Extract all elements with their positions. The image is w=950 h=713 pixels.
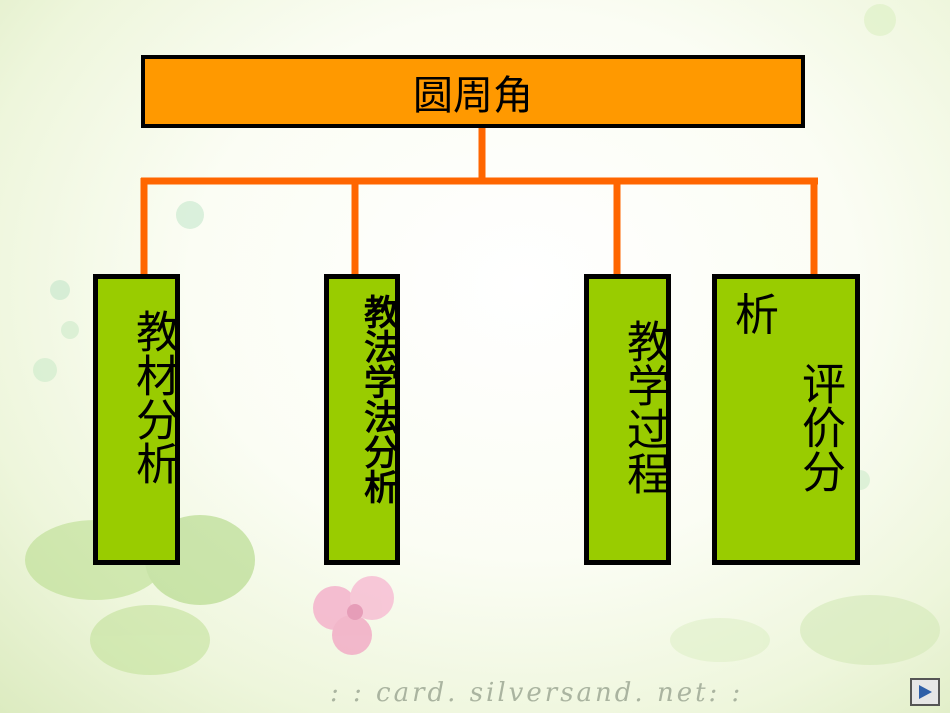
node-label: 教学过程 — [619, 319, 670, 495]
leaf-shape — [90, 605, 210, 675]
node-teaching-learning-method: 教法学法分析 — [324, 274, 400, 565]
node-teaching-process: 教学过程 — [584, 274, 671, 565]
play-next-icon — [919, 685, 932, 699]
heart-shape — [50, 280, 70, 300]
heart-shape — [864, 4, 896, 36]
title-text: 圆周角 — [413, 72, 533, 119]
title-box: 圆周角 — [141, 55, 805, 128]
site-watermark: : : card. silversand. net: : — [330, 678, 744, 708]
node-label: 教法学法分析 — [358, 294, 398, 504]
leaf-shape — [670, 618, 770, 662]
pink-flower-icon — [313, 576, 394, 655]
node-textbook-analysis: 教材分析 — [93, 274, 180, 565]
leaf-shape — [800, 595, 940, 665]
heart-shape — [33, 358, 57, 382]
node-label: 教材分析 — [128, 309, 179, 485]
node-evaluation-analysis: 析 评价分 — [712, 274, 860, 565]
node-label: 评价分 — [794, 361, 845, 493]
node-label-top: 析 — [735, 290, 779, 341]
next-slide-button[interactable] — [910, 678, 940, 706]
heart-shape — [61, 321, 79, 339]
heart-shape — [176, 201, 204, 229]
